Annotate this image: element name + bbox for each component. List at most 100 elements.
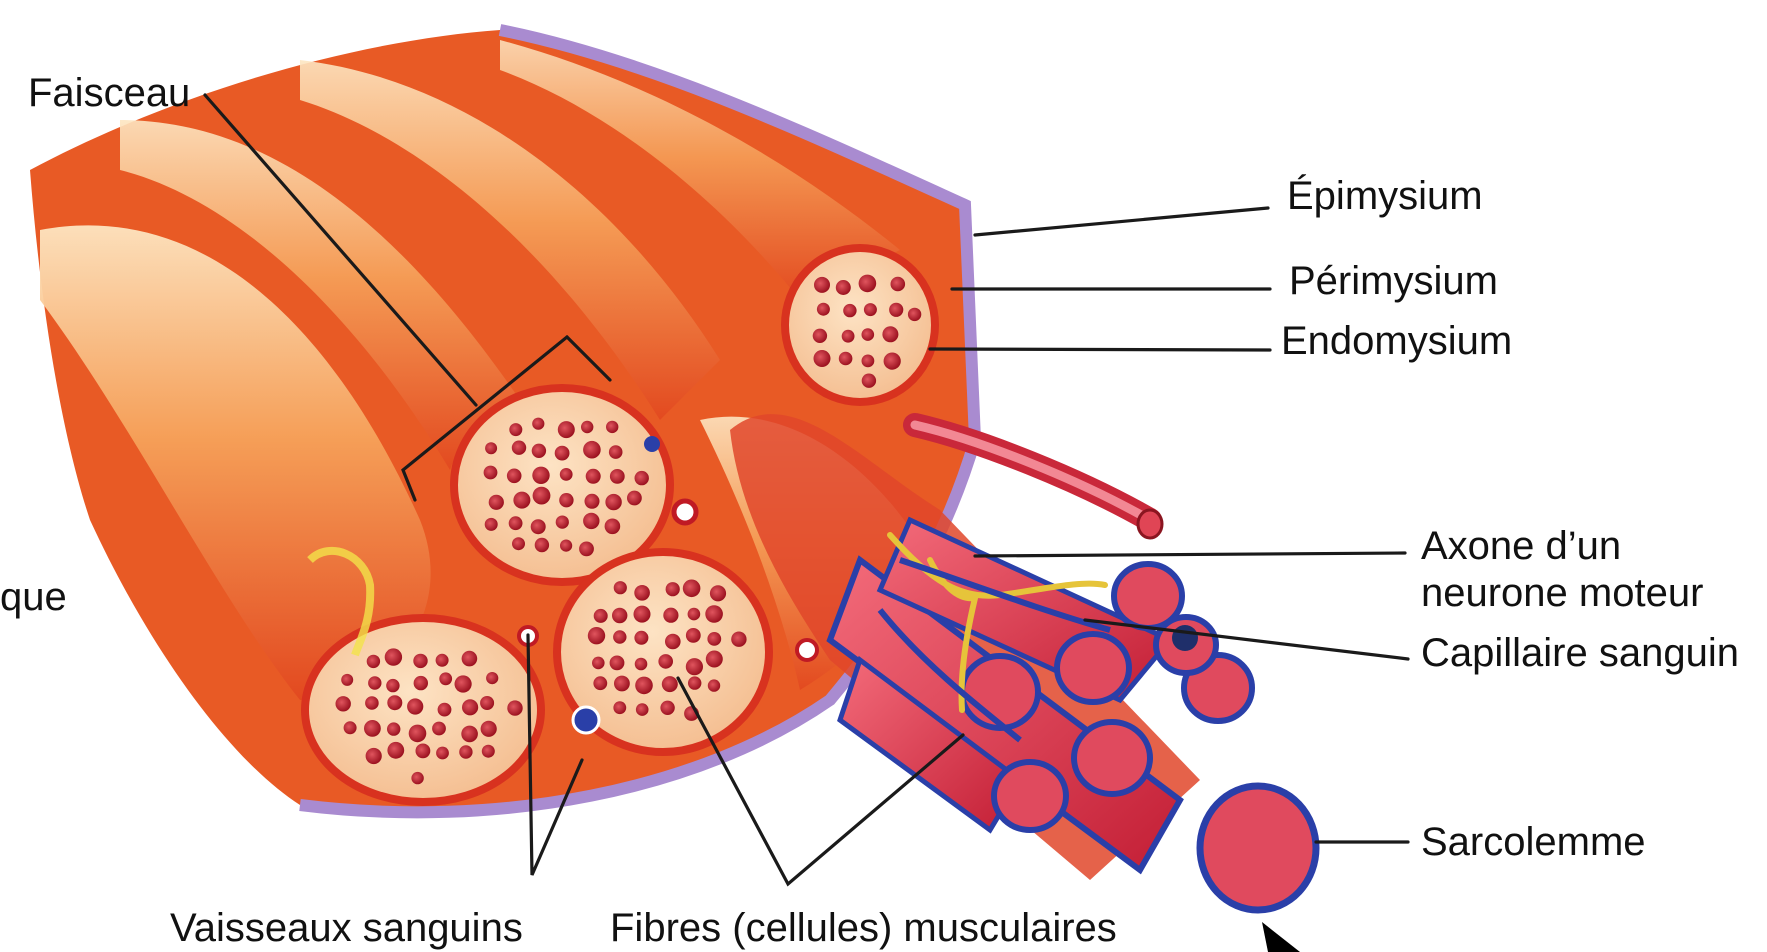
vessel-dot: [797, 640, 817, 660]
fiber-dot: [583, 441, 601, 459]
label-vaisseaux: Vaisseaux sanguins: [170, 905, 523, 951]
fiber-dot: [459, 745, 472, 758]
fiber-dot: [367, 655, 380, 668]
fiber-dot: [613, 630, 626, 643]
fiber-dot: [556, 516, 569, 529]
fiber-dot: [708, 679, 720, 691]
fiber-dot: [586, 469, 601, 484]
fiber-dot: [485, 518, 498, 531]
label-sarcolemme: Sarcolemme: [1421, 819, 1646, 865]
fiber-dot: [533, 487, 551, 505]
fiber-dot: [581, 421, 593, 433]
fiber-dot: [366, 748, 382, 764]
fiber-dot: [480, 696, 494, 710]
fiber-dot: [606, 421, 618, 433]
fiber-dot: [882, 326, 898, 342]
fiber-dot: [386, 679, 399, 692]
fiber-end: [1057, 634, 1129, 702]
fiber-dot: [839, 352, 853, 366]
fiber-dot: [891, 277, 906, 292]
fiber-dot: [665, 634, 681, 650]
fiber-dot: [605, 519, 621, 535]
fiber-dot: [908, 308, 921, 321]
fiber-dot: [368, 676, 381, 689]
fiber-dot: [535, 538, 549, 552]
label-epimysium: Épimysium: [1287, 173, 1483, 219]
fiber-dot: [455, 675, 472, 692]
fiber-dot: [612, 608, 627, 623]
vessel-dot: [644, 436, 660, 452]
fiber-dot: [482, 745, 495, 758]
fiber-dot: [686, 628, 701, 643]
label-faisceau: Faisceau: [28, 70, 190, 116]
fiber-dot: [731, 632, 746, 647]
fiber-dot: [813, 329, 827, 343]
fiber-end: [994, 762, 1066, 830]
label-endomysium: Endomysium: [1281, 318, 1512, 364]
fiber-dot: [843, 304, 856, 317]
fiber-dot: [579, 542, 594, 557]
fiber-dot: [585, 494, 600, 509]
fiber-dot: [481, 721, 497, 737]
label-perimysium: Périmysium: [1289, 258, 1498, 304]
fascicle-top: [785, 248, 935, 402]
fiber-dot: [862, 355, 875, 368]
fiber-dot: [489, 495, 504, 510]
fiber-dot: [610, 656, 625, 671]
fiber-dot: [594, 609, 608, 623]
label-axone-line1: Axone d’un: [1421, 523, 1621, 569]
label-capillaire: Capillaire sanguin: [1421, 630, 1739, 676]
fiber-dot: [817, 303, 830, 316]
fiber-dot: [842, 330, 855, 343]
fiber-dot: [461, 726, 478, 743]
fiber-dot: [532, 467, 549, 484]
fiber-dot: [512, 441, 526, 455]
fiber-dot: [688, 676, 701, 689]
fiber-dot: [605, 494, 621, 510]
fiber-dot: [658, 654, 673, 669]
fiber-dot: [588, 627, 605, 644]
fiber-dot: [439, 672, 452, 685]
fiber-dot: [592, 657, 605, 670]
fiber-dot: [438, 703, 452, 717]
fiber-dot: [862, 374, 876, 388]
fiber-dot: [555, 446, 570, 461]
label-fibres: Fibres (cellules) musculaires: [610, 905, 1117, 951]
fiber-dot: [364, 720, 381, 737]
fiber-dot: [609, 445, 623, 459]
fiber-dot: [365, 696, 379, 710]
fiber-dot: [634, 606, 651, 623]
vessel-dot: [674, 501, 696, 523]
fiber-dot: [509, 516, 523, 530]
fiber-dot: [385, 648, 402, 665]
fiber-dot: [683, 580, 701, 598]
fiber-dot: [614, 581, 627, 594]
fiber-dot: [462, 699, 478, 715]
fiber-dot: [660, 701, 674, 715]
fiber-dot: [485, 442, 497, 454]
fiber-dot: [411, 772, 423, 784]
arrow-icon: [1262, 922, 1300, 952]
fiber-dot: [635, 658, 648, 671]
fiber-dot: [613, 701, 626, 714]
fiber-dot: [512, 537, 525, 550]
fiber-dot: [387, 722, 400, 735]
fiber-dot: [889, 303, 903, 317]
fiber-dot: [414, 676, 428, 690]
fiber-dot: [413, 654, 427, 668]
fiber-dot: [436, 654, 449, 667]
fiber-dot: [635, 471, 649, 485]
fiber-dot: [407, 698, 423, 714]
fiber-dot: [859, 275, 877, 293]
fiber-dot: [666, 582, 680, 596]
fiber-dot: [614, 676, 630, 692]
fiber-dot: [705, 605, 723, 623]
fiber-dot: [814, 277, 830, 293]
fiber-dot: [513, 492, 530, 509]
fiber-dot: [884, 353, 901, 370]
fiber-dot: [436, 747, 449, 760]
fiber-dot: [634, 585, 650, 601]
fiber-dot: [814, 350, 831, 367]
